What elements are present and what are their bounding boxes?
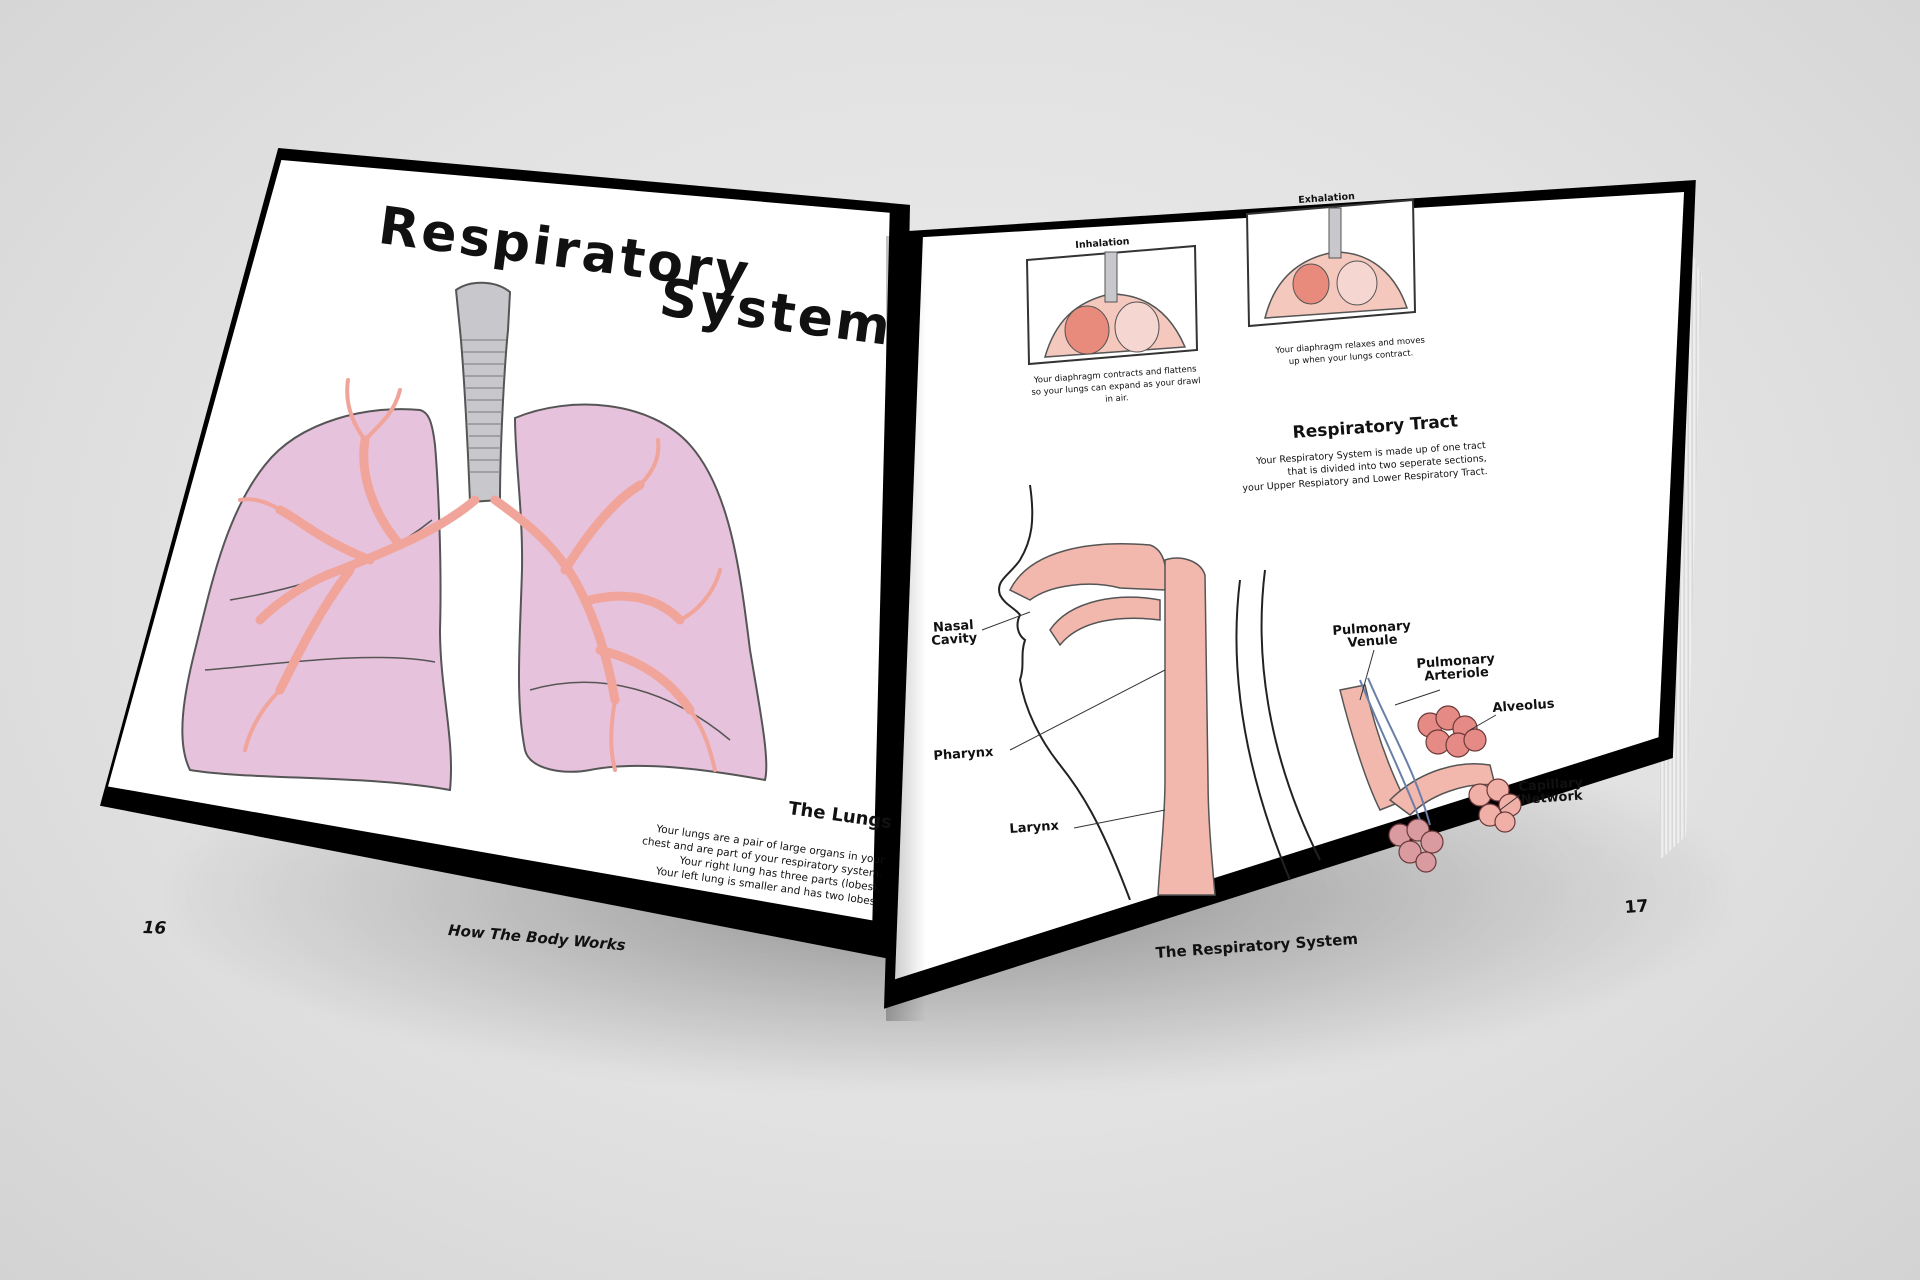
respiratory-tract-illustration — [998, 484, 1321, 900]
alveoli-illustration — [1339, 677, 1522, 873]
nasal-passage — [1008, 543, 1167, 601]
exhalation-diagram — [1245, 198, 1417, 328]
left-lung — [513, 403, 768, 782]
bronchi — [255, 435, 695, 715]
trachea — [454, 281, 512, 504]
lungs-illustration — [181, 281, 768, 792]
book-gutter — [886, 236, 926, 1021]
inhalation-diagram — [1025, 244, 1199, 366]
pharynx-tube — [1157, 557, 1216, 896]
